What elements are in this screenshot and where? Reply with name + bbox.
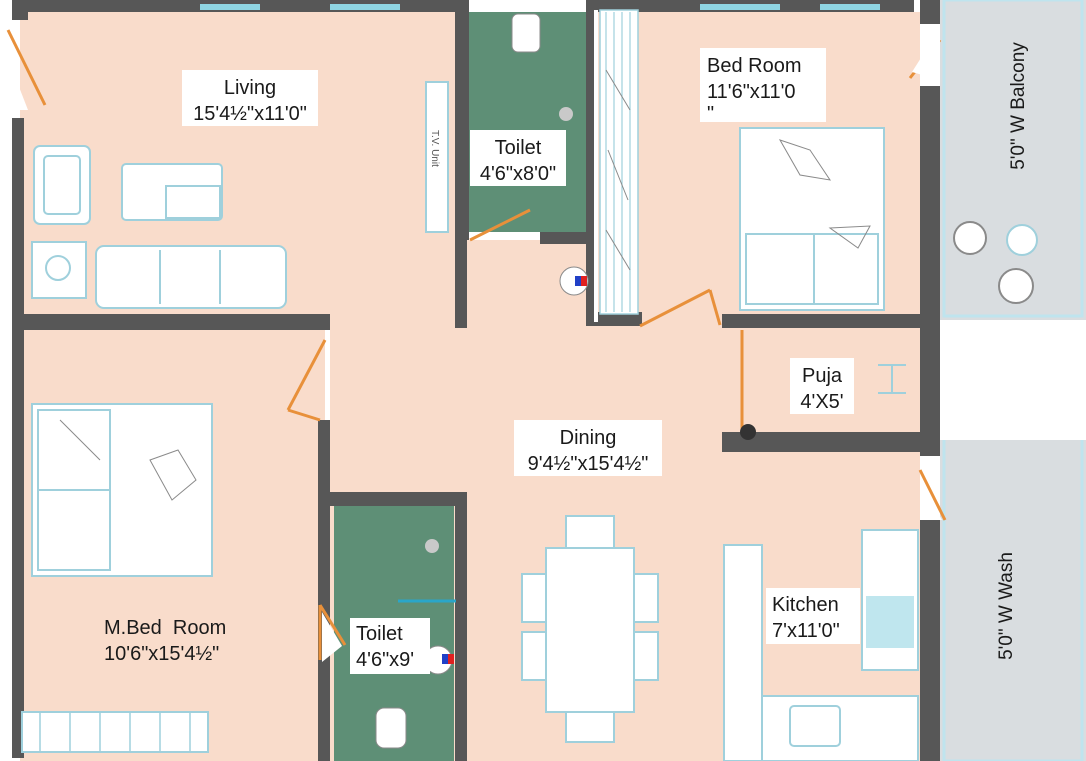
bedroom-label: Bed Room 11'6"x11'0 " xyxy=(700,48,826,125)
living-size: 15'4½"x11'0" xyxy=(193,103,307,125)
balcony-area xyxy=(940,0,1086,320)
toilet2-label: Toilet 4'6"x9' xyxy=(350,618,430,674)
dining-table xyxy=(521,515,659,743)
kitchen-size: 7'x11'0" xyxy=(772,620,840,642)
kitchen-name: Kitchen xyxy=(772,594,839,616)
bedroom-extra: " xyxy=(707,103,714,125)
balcony-label: 5'0" W Balcony xyxy=(1008,42,1029,170)
kitchen-label: Kitchen 7'x11'0" xyxy=(766,588,860,644)
living-name: Living xyxy=(224,77,276,99)
wash-area xyxy=(940,440,1086,761)
mbed-size: 10'6"x15'4½" xyxy=(104,643,219,665)
bedroom-name: Bed Room xyxy=(707,55,802,77)
bedroom-size: 11'6"x11'0 xyxy=(707,81,796,103)
wash-label: 5'0" W Wash xyxy=(996,552,1017,660)
living-furniture xyxy=(31,81,449,309)
dining-label: Dining 9'4½"x15'4½" xyxy=(514,420,662,476)
puja-name: Puja xyxy=(802,365,843,387)
balcony-plants xyxy=(953,221,1038,304)
master-bed xyxy=(21,403,213,753)
toilet2-name: Toilet xyxy=(356,623,403,645)
living-label: Living 15'4½"x11'0" xyxy=(182,70,318,126)
toilet1-size: 4'6"x8'0" xyxy=(480,163,556,185)
dining-name: Dining xyxy=(560,427,617,449)
mbed-label: M.Bed Room 10'6"x15'4½" xyxy=(104,617,226,665)
bedroom-furniture xyxy=(739,127,885,311)
dining-size: 9'4½"x15'4½" xyxy=(528,453,649,475)
kitchen-counter xyxy=(723,529,919,761)
walls xyxy=(12,0,940,761)
door-swings xyxy=(6,29,947,660)
toilet1-label: Toilet 4'6"x8'0" xyxy=(470,130,566,186)
mbed-name: M.Bed Room xyxy=(104,617,226,639)
toilet1-name: Toilet xyxy=(495,137,542,159)
tv-unit-label: T.V. Unit xyxy=(429,130,440,167)
puja-label: Puja 4'X5' xyxy=(790,358,854,414)
puja-size: 4'X5' xyxy=(800,391,843,413)
toilet2-size: 4'6"x9' xyxy=(356,649,414,671)
